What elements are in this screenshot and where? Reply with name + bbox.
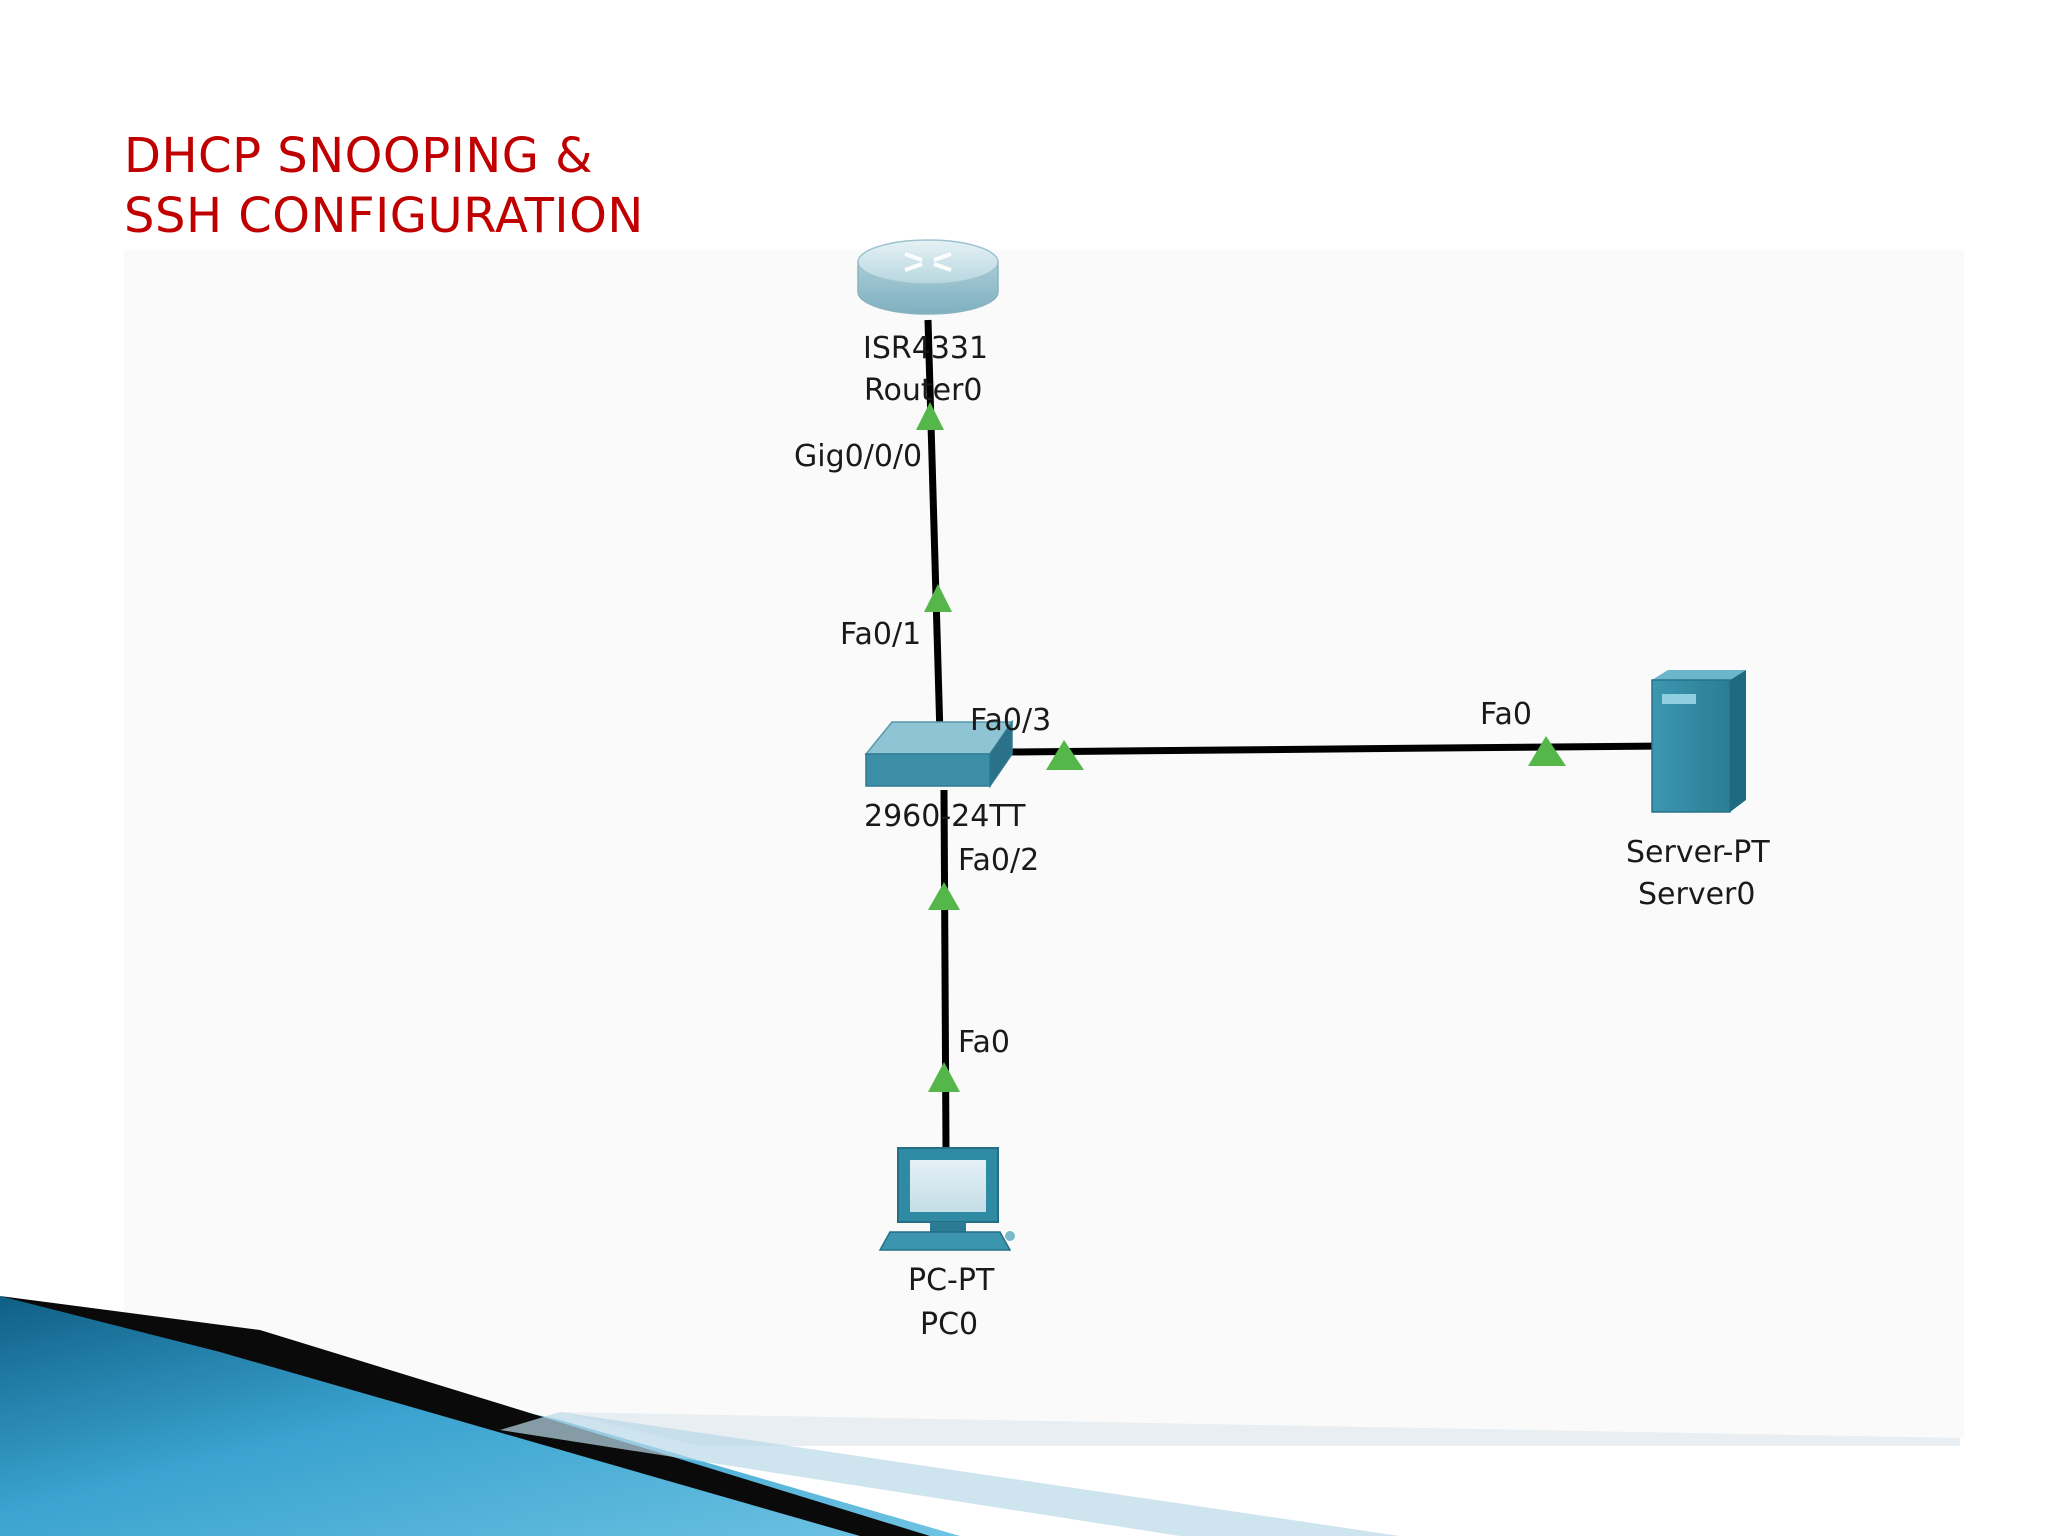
router-model-label: ISR4331: [863, 331, 988, 366]
port-label-fa0-1: Fa0/1: [840, 617, 921, 652]
device-labels: ISR4331 Router0 2960-24TT Server-PT Serv…: [863, 331, 1770, 1342]
port-label-fa0-2: Fa0/2: [958, 843, 1039, 878]
link-router-switch: [924, 319, 944, 736]
link-up-indicator: [928, 882, 960, 910]
port-label-pc-fa0: Fa0: [958, 1025, 1010, 1060]
router-icon[interactable]: [857, 239, 999, 315]
port-label-fa0-3: Fa0/3: [970, 703, 1051, 738]
switch-icon[interactable]: [864, 719, 1014, 789]
server-icon[interactable]: [1651, 670, 1746, 813]
pc-name-label: PC0: [920, 1307, 978, 1342]
server-model-label: Server-PT: [1626, 835, 1770, 870]
switch-model-label: 2960-24TT: [864, 799, 1026, 834]
link-up-indicator: [924, 584, 952, 612]
pc-model-label: PC-PT: [908, 1263, 995, 1298]
slide-title: DHCP SNOOPING & SSH CONFIGURATION: [124, 126, 824, 246]
title-line-1: DHCP SNOOPING &: [124, 128, 594, 184]
server-name-label: Server0: [1638, 877, 1755, 912]
router-name-label: Router0: [864, 373, 983, 408]
link-up-indicator: [928, 1062, 960, 1092]
diagram-backdrop: [124, 250, 1964, 1438]
port-label-server-fa0: Fa0: [1480, 697, 1532, 732]
port-label-gig0-0-0: Gig0/0/0: [794, 439, 922, 474]
title-line-2: SSH CONFIGURATION: [124, 188, 644, 244]
link-switch-pc: [940, 789, 950, 1151]
link-up-indicator: [1528, 736, 1566, 766]
port-labels: Gig0/0/0 Fa0/1 Fa0/3 Fa0 Fa0/2 Fa0: [794, 439, 1532, 1060]
link-indicators: [916, 402, 1566, 1092]
link-up-indicator: [1046, 740, 1084, 770]
pc-icon[interactable]: [878, 1147, 1015, 1251]
link-up-indicator: [916, 402, 944, 430]
